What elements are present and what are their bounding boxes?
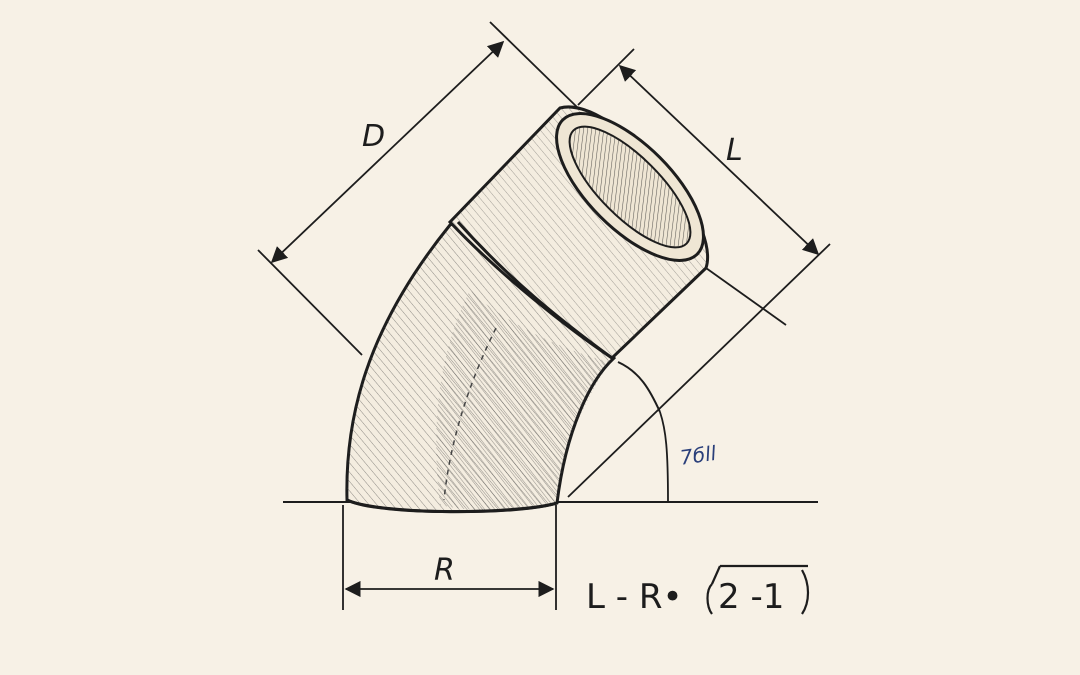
formula: L - R• 2 -1 bbox=[586, 564, 810, 617]
dimension-r bbox=[342, 505, 557, 610]
formula-lhs: L - R• bbox=[586, 577, 683, 617]
angle-note: 7бll bbox=[679, 441, 719, 470]
label-l: L bbox=[726, 133, 743, 168]
label-r: R bbox=[434, 553, 455, 588]
formula-inside: 2 -1 bbox=[718, 577, 784, 617]
dimension-d bbox=[257, 21, 579, 356]
label-d: D bbox=[362, 119, 385, 154]
angle-construction bbox=[567, 243, 831, 503]
dimension-l bbox=[577, 48, 820, 326]
